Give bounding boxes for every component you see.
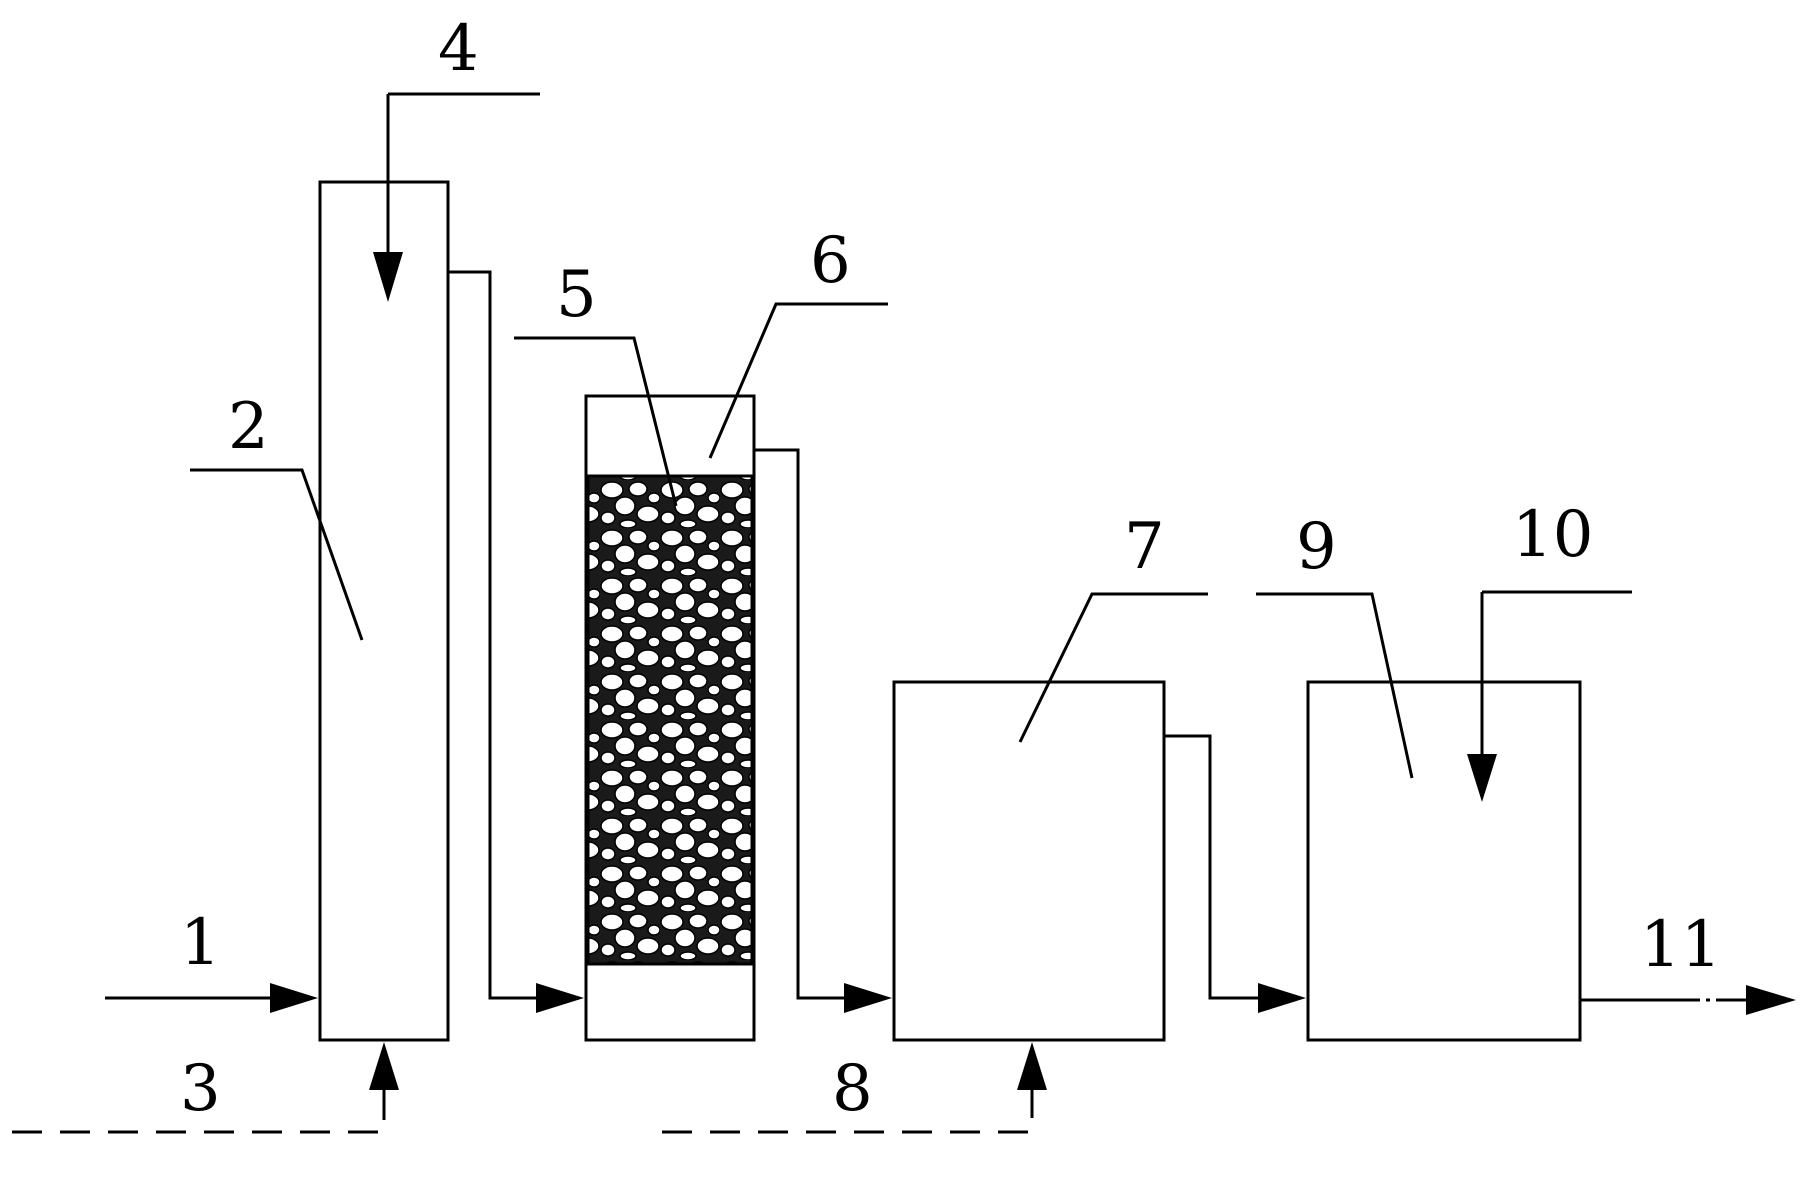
- unit-7-tank: [892, 680, 1166, 1042]
- label-2: 2: [228, 390, 269, 464]
- flow-3-dashed-arrow: [12, 1042, 399, 1134]
- pipe-7-to-9: [1164, 734, 1306, 1013]
- leader-6: [708, 302, 888, 459]
- flow-8-dashed-arrow: [662, 1042, 1047, 1134]
- flow-1-arrow: [105, 983, 318, 1013]
- label-10: 10: [1512, 498, 1593, 572]
- label-8: 8: [832, 1052, 873, 1126]
- flow-4-arrow: [373, 92, 540, 302]
- flow-10-arrow: [1467, 590, 1640, 802]
- unit-5-packing-bed: [586, 474, 754, 966]
- flow-11-output-arrow: [1580, 985, 1796, 1015]
- unit-9-tank: [1306, 680, 1582, 1042]
- label-6: 6: [810, 224, 851, 298]
- leader-9: [1256, 592, 1414, 779]
- label-9: 9: [1296, 510, 1337, 584]
- label-11: 11: [1640, 908, 1721, 982]
- leader-5: [520, 336, 678, 507]
- label-1: 1: [180, 906, 221, 980]
- label-7: 7: [1124, 510, 1165, 584]
- leader-2: [190, 468, 364, 641]
- pipe-6-to-7: [754, 448, 892, 1013]
- leader-7: [1018, 592, 1208, 743]
- unit-2-column: [318, 180, 450, 1042]
- label-3: 3: [180, 1052, 221, 1126]
- pipe-2-to-6: [448, 270, 584, 1013]
- label-5: 5: [556, 258, 597, 332]
- label-4: 4: [438, 12, 479, 86]
